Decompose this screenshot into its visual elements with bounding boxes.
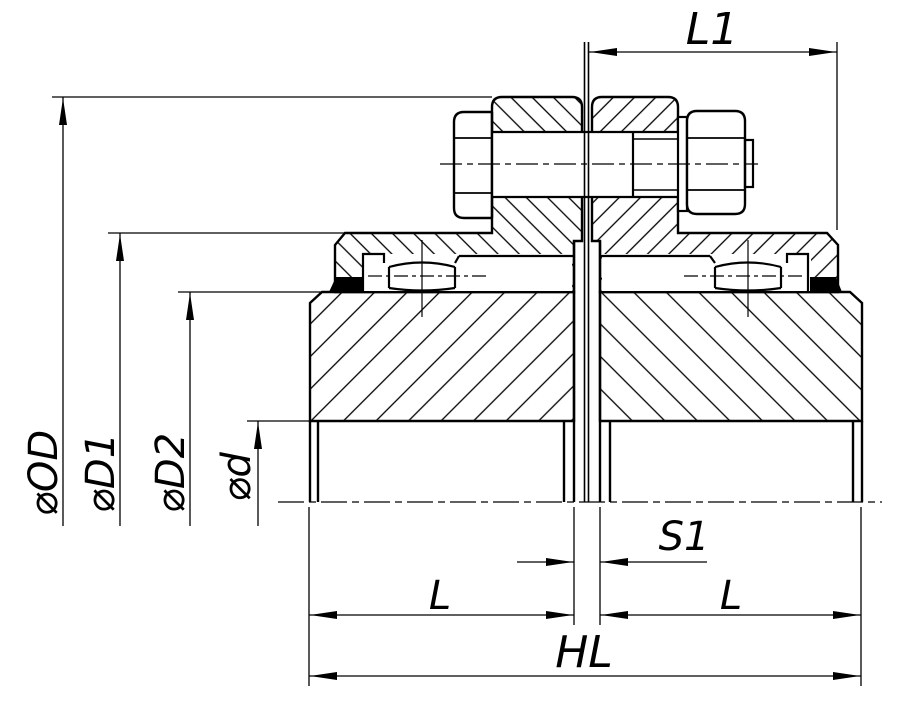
dimension-labels: L1 S1 L L HL ⌀OD ⌀D1 ⌀D2 ⌀d [21,4,742,678]
nut-outline [685,109,747,216]
label-dia-od: ⌀OD [21,430,67,516]
label-s1: S1 [659,514,710,560]
arrow-d2-up [186,293,194,320]
shaft-lines [308,421,864,502]
label-l-right: L [720,573,742,619]
left-flange-outline [333,95,584,294]
arrow-hl-left [310,672,337,680]
left-pin-bore-cutout [363,254,572,291]
arrow-l1-left [590,48,617,56]
right-hub-section [600,292,862,421]
arrow-s1-left [546,558,573,566]
arrow-hl-right [833,672,860,680]
center-split [572,42,602,502]
arrow-l1-right [809,48,836,56]
right-pin-pocket [785,252,810,292]
arrow-d-up [254,422,262,449]
right-pin-bore-cutout [602,254,811,291]
left-bore-step [454,255,460,264]
hex-head-outline [452,110,492,220]
label-l-left: L [429,573,451,619]
arrow-od-up [59,98,67,125]
label-l1: L1 [686,4,739,55]
right-pin-bushing [601,240,842,317]
dimension-arrows [59,48,860,680]
left-seal-ring [329,277,362,292]
right-bore-step [709,255,716,264]
label-dia-d: ⌀d [214,452,260,502]
right-seal-ring [810,277,842,292]
left-pin-bushing [329,240,573,317]
arrow-l-right-b [833,611,860,619]
left-pin-pocket [361,252,386,292]
label-dia-d1: ⌀D1 [78,433,124,513]
arrow-l-right-a [601,611,628,619]
arrow-s1-right [601,558,628,566]
label-dia-d2: ⌀D2 [148,433,194,513]
left-hub-section [310,292,574,421]
arrow-l-left-b [546,611,573,619]
dimension-lines [52,42,862,686]
label-hl: HL [555,627,613,678]
arrow-d1-up [116,234,124,261]
arrow-l-left-a [310,611,337,619]
right-flange-outline [590,95,840,294]
